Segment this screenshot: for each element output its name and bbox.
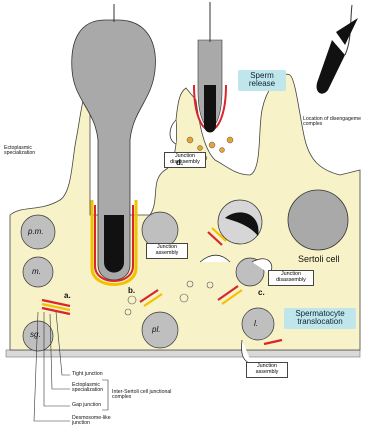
label-l: l. xyxy=(254,320,258,328)
cell-l xyxy=(242,308,274,340)
junction-disassembly-right-box: Junction disassembly xyxy=(268,270,314,286)
sperm-release-callout: Sperm release xyxy=(238,70,286,91)
sperm-head-left xyxy=(104,215,124,273)
sperm-upper-right xyxy=(336,18,358,45)
sertoli-nucleus xyxy=(288,190,348,250)
label-pm: p.m. xyxy=(28,228,44,236)
inter-sertoli-label: Inter-Sertoli cell junctional complex xyxy=(112,390,182,401)
ectoplasmic-spec-top-label: Ectoplasmic specialization xyxy=(4,146,48,157)
junction-disassembly-top-box: Junction disassembly xyxy=(164,152,206,168)
sertoli-cell-label: Sertoli cell xyxy=(298,255,340,264)
label-pl: pl. xyxy=(152,326,160,334)
junction-assembly-bottom-box: Junction assembly xyxy=(246,362,288,378)
released-sperm xyxy=(317,40,345,94)
label-m: m. xyxy=(32,268,41,276)
label-c: c. xyxy=(258,289,265,297)
basement-membrane xyxy=(6,350,360,357)
label-d: d. xyxy=(176,159,183,167)
junction-assembly-mid-box: Junction assembly xyxy=(146,243,188,259)
location-disengagement-label: Location of disengageme complex xyxy=(303,117,361,128)
label-a: a. xyxy=(64,292,71,300)
sperm-head-crypt xyxy=(204,85,216,133)
gap-junction-label: Gap junction xyxy=(72,403,101,408)
desmosome-label: Desmosome-like junction xyxy=(72,416,122,427)
ectoplasmic-spec-bottom-label: Ectoplasmic specialization xyxy=(72,383,116,394)
spermatocyte-translocation-callout: Spermatocyte translocation xyxy=(284,308,356,329)
tight-junction-label: Tight junction xyxy=(72,372,103,377)
label-b: b. xyxy=(128,287,135,295)
label-sg: sg. xyxy=(30,331,41,339)
